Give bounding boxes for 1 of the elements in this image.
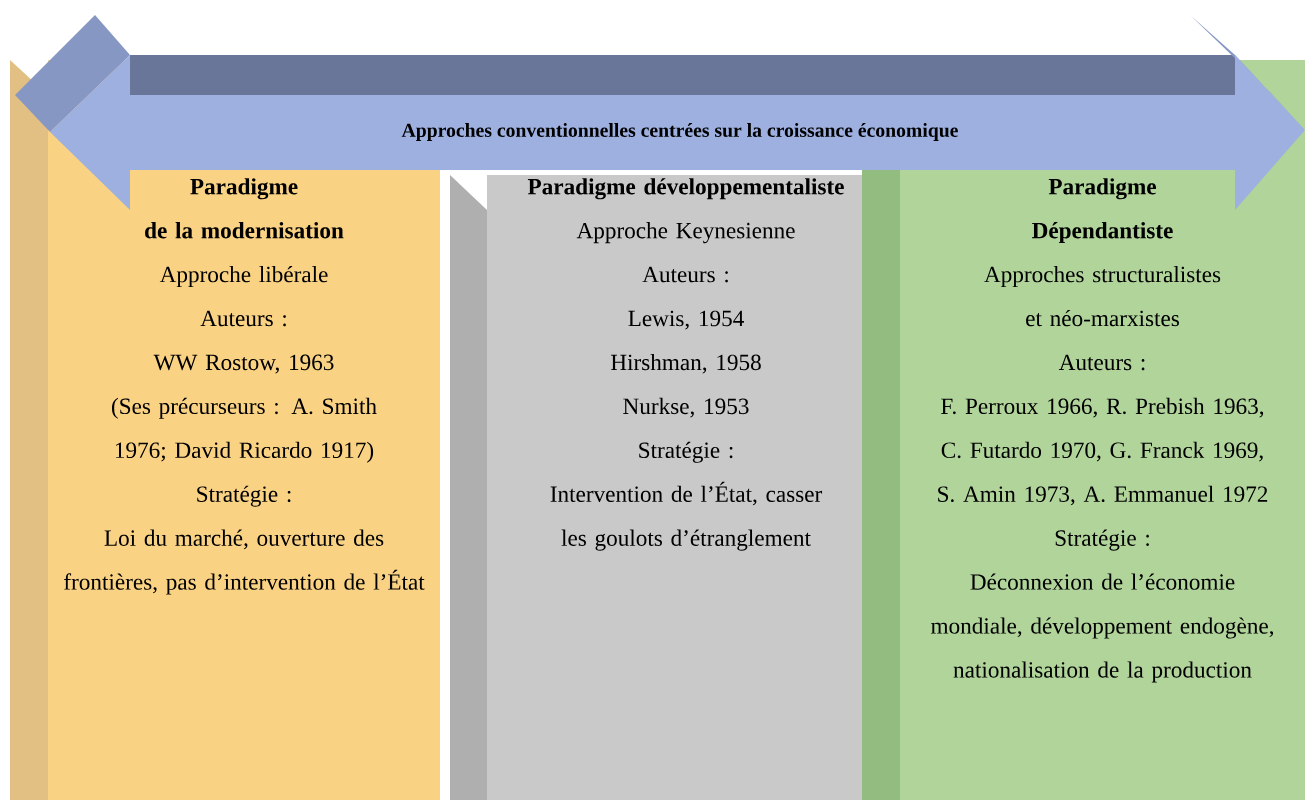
column-panel: Paradigme développementaliste Approche Keynesienne Auteurs : Lewis, 1954 Hirshman, 1958 Nurkse, 1953 Stratégie : Intervention de l’État, casser les goulots d’étranglement xyxy=(450,175,885,800)
